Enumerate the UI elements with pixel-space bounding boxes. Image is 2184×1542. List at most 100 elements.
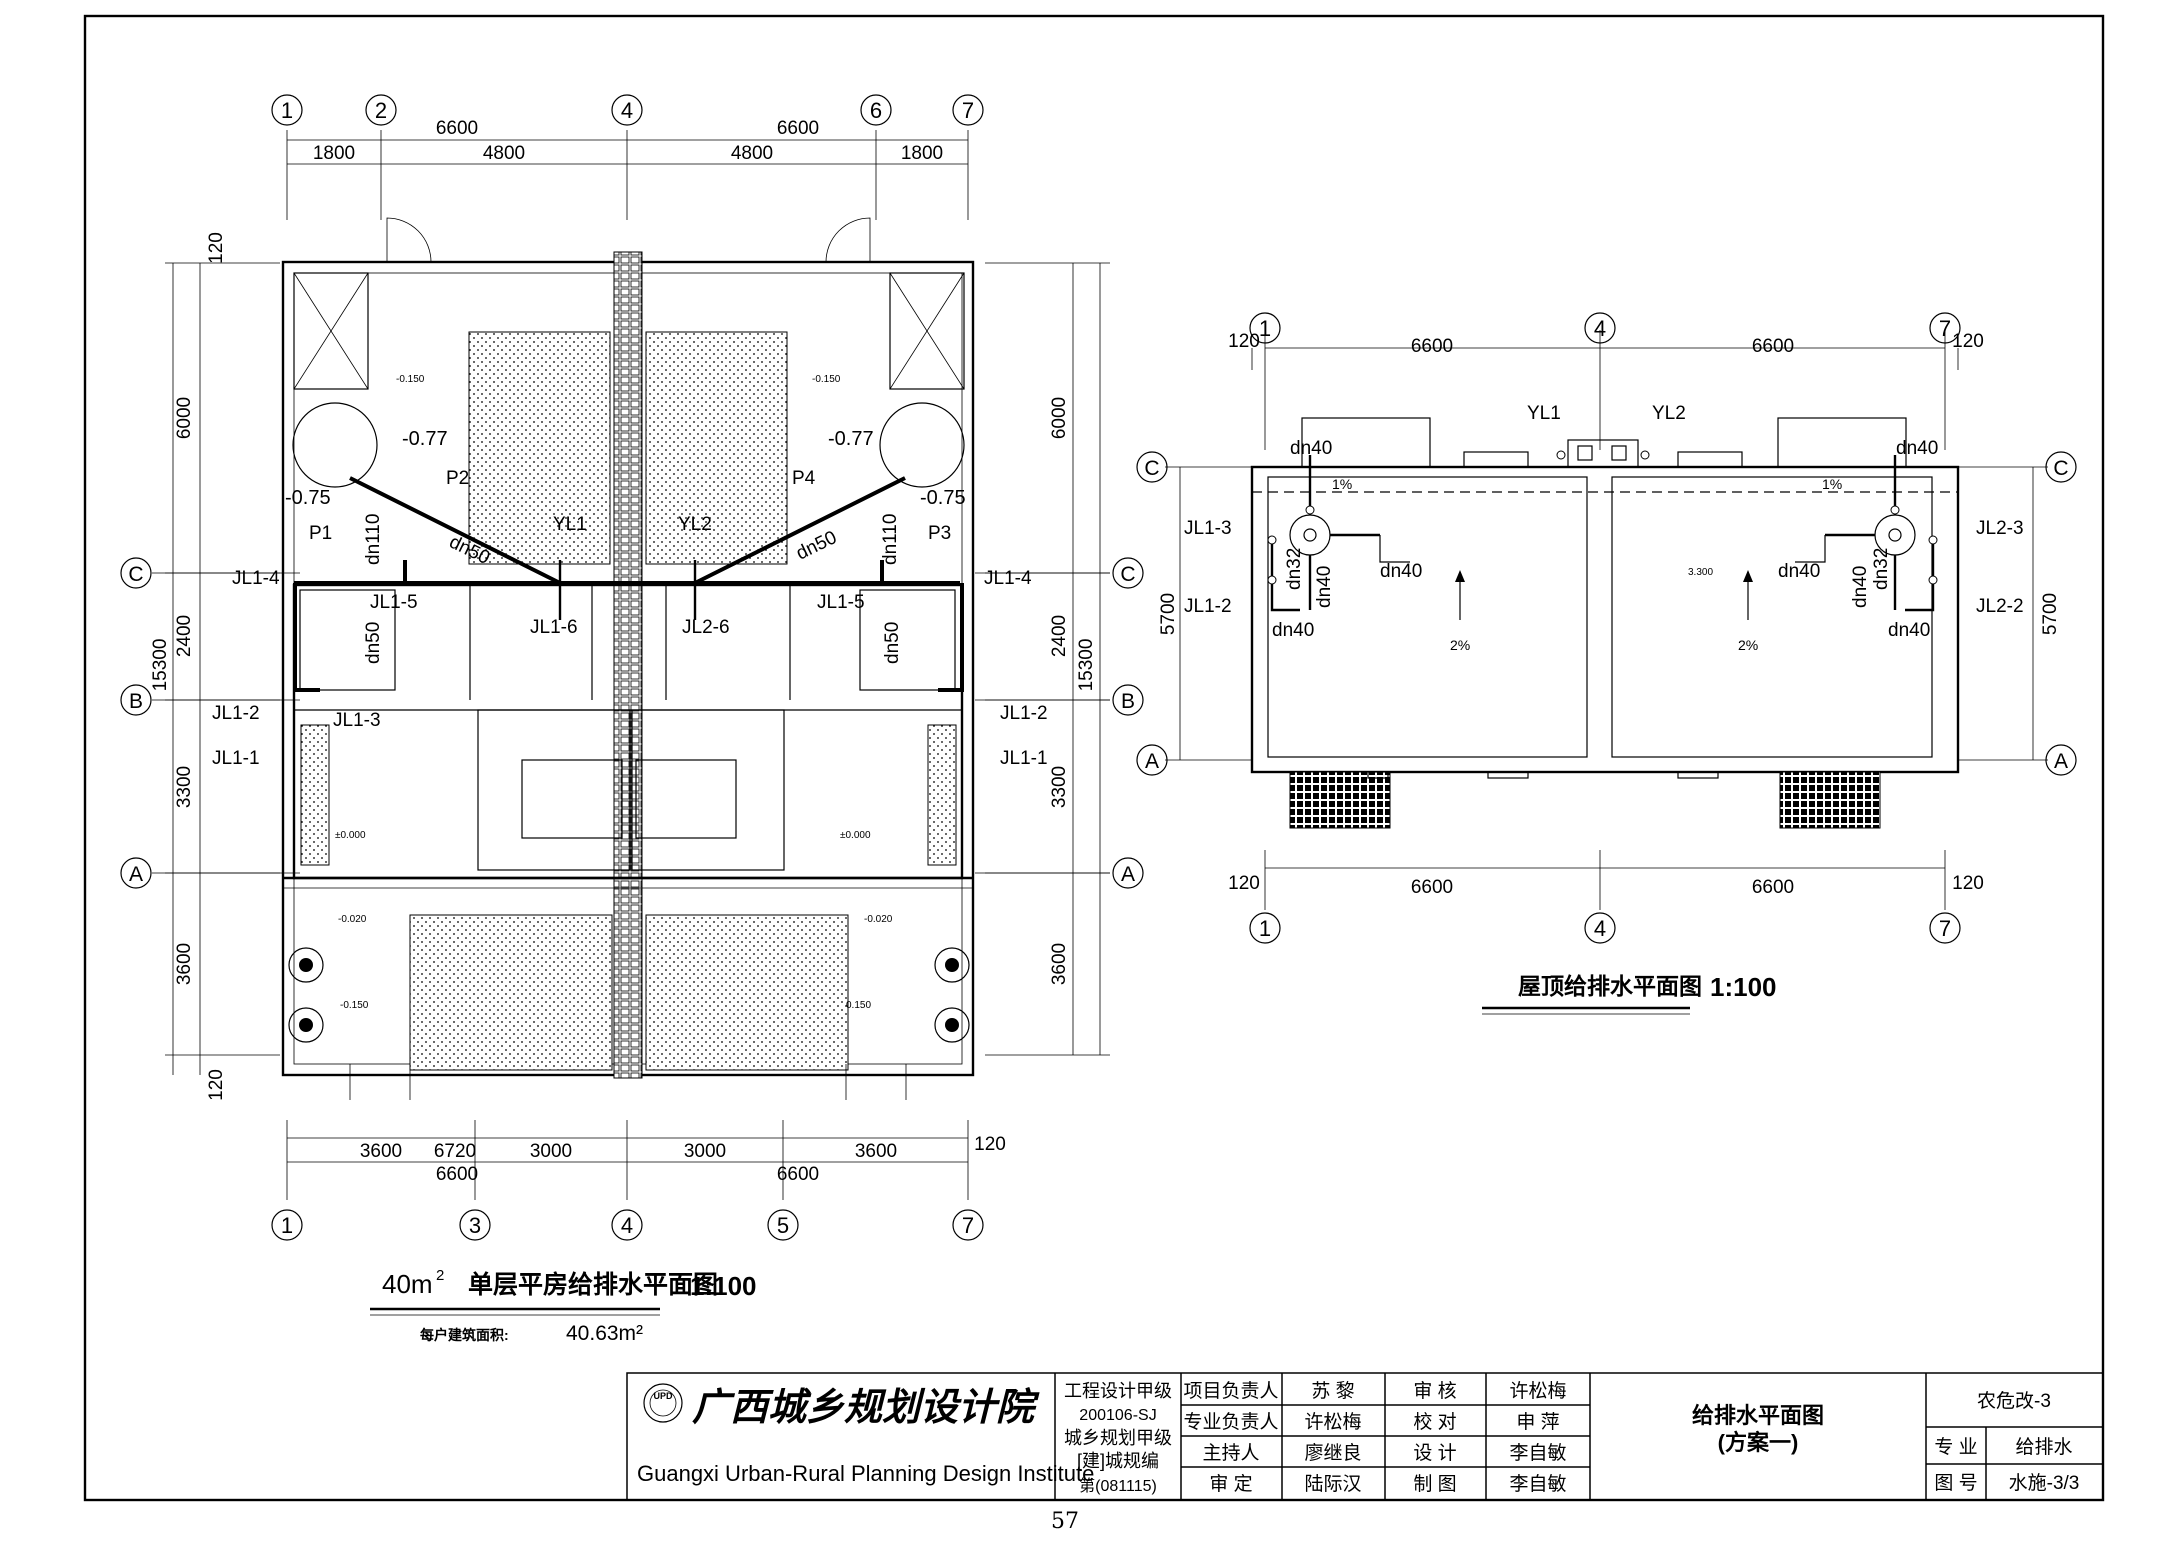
svg-text:7: 7 (1939, 316, 1951, 341)
svg-text:P2: P2 (446, 468, 469, 489)
ground-pipe-labels: JL1-4 JL1-5 JL1-6 JL1-3 JL1-2 JL1-1 JL1-… (212, 468, 1048, 769)
svg-text:dn40: dn40 (1888, 620, 1930, 641)
svg-text:专 业: 专 业 (1934, 1436, 1977, 1458)
ground-floor-plan: 1 2 4 6 7 6600 6600 1800 4800 4800 1800 … (120, 94, 1144, 1345)
dim-text: 2400 (1049, 615, 1070, 657)
svg-text:4: 4 (1594, 316, 1606, 341)
dim-text: 6600 (777, 118, 819, 139)
grid-bubble (860, 94, 892, 126)
svg-text:YL1: YL1 (553, 514, 587, 535)
svg-text:李自敏: 李自敏 (1509, 1442, 1566, 1464)
svg-text:UPD: UPD (653, 1391, 673, 1401)
ground-bottom-grid: 1 3 4 5 7 (271, 1209, 984, 1241)
svg-text:苏 黎: 苏 黎 (1311, 1380, 1354, 1402)
svg-text:许松梅: 许松梅 (1509, 1380, 1566, 1402)
ground-plan-title: 40m 2 单层平房给排水平面图 1:100 每户建筑面积: 40.63m² (370, 1267, 757, 1345)
dim-text: 120 (206, 232, 227, 264)
svg-text:申 萍: 申 萍 (1516, 1411, 1559, 1433)
grid-label: 2 (375, 98, 387, 123)
svg-text:3000: 3000 (530, 1141, 572, 1162)
dim-text: 1800 (313, 143, 355, 164)
svg-text:给排水: 给排水 (2015, 1436, 2072, 1458)
svg-text:200106-SJ: 200106-SJ (1079, 1407, 1156, 1424)
svg-text:-0.77: -0.77 (402, 428, 448, 450)
svg-text:-0.020: -0.020 (338, 914, 367, 925)
dim-text: 2400 (174, 615, 195, 657)
tree (288, 947, 324, 983)
svg-text:设 计: 设 计 (1413, 1442, 1456, 1464)
dim-text: 4800 (731, 143, 773, 164)
svg-text:-0.75: -0.75 (285, 487, 331, 509)
svg-text:制 图: 制 图 (1413, 1473, 1456, 1495)
roof-outline (1250, 465, 1960, 774)
svg-text:JL1-3: JL1-3 (1184, 518, 1232, 539)
svg-text:审 定: 审 定 (1209, 1473, 1252, 1495)
svg-text:6720: 6720 (434, 1141, 476, 1162)
dim-text: 4800 (483, 143, 525, 164)
grid-label: 7 (962, 98, 974, 123)
svg-text:4: 4 (1594, 916, 1606, 941)
svg-text:JL1-2: JL1-2 (1000, 703, 1048, 724)
svg-text:-0.77: -0.77 (828, 428, 874, 450)
svg-text:单层平房给排水平面图: 单层平房给排水平面图 (468, 1270, 718, 1299)
svg-text:JL1-6: JL1-6 (530, 617, 578, 638)
svg-text:C: C (1144, 457, 1159, 480)
svg-text:城乡规划甲级: 城乡规划甲级 (1064, 1428, 1172, 1448)
svg-text:JL1-4: JL1-4 (232, 568, 280, 589)
grid-label: 1 (281, 98, 293, 123)
grid-label: 4 (621, 98, 633, 123)
svg-text:A: A (2054, 750, 2068, 773)
svg-text:YL1: YL1 (1527, 403, 1561, 424)
svg-text:YL2: YL2 (1652, 403, 1686, 424)
svg-text:dn40: dn40 (1896, 438, 1938, 459)
svg-text:1%: 1% (1822, 476, 1842, 492)
svg-text:校 对: 校 对 (1413, 1411, 1456, 1433)
svg-text:dn40: dn40 (1778, 561, 1820, 582)
svg-text:3000: 3000 (684, 1141, 726, 1162)
biogas-tank (879, 402, 965, 488)
svg-text:-0.150: -0.150 (812, 374, 841, 385)
svg-text:3600: 3600 (855, 1141, 897, 1162)
dim-text: 6600 (436, 118, 478, 139)
dim-text: 6000 (1049, 397, 1070, 439)
svg-text:B: B (129, 690, 143, 713)
ground-elevations: -0.77 -0.77 -0.75 -0.75 -0.150 -0.150 ±0… (285, 374, 966, 1011)
svg-text:JL2-2: JL2-2 (1976, 596, 2024, 617)
svg-text:-0.75: -0.75 (920, 487, 966, 509)
svg-text:1:100: 1:100 (690, 1271, 757, 1301)
svg-text:120: 120 (1952, 331, 1984, 352)
svg-text:图 号: 图 号 (1934, 1473, 1977, 1494)
svg-text:每户建筑面积:: 每户建筑面积: (420, 1327, 509, 1343)
svg-text:1: 1 (1259, 316, 1271, 341)
svg-text:7: 7 (1939, 916, 1951, 941)
dim-text: 15300 (1076, 639, 1097, 692)
biogas-tank (292, 402, 378, 488)
svg-text:0.150: 0.150 (846, 1000, 871, 1011)
svg-text:A: A (1121, 863, 1135, 886)
svg-text:B: B (1121, 690, 1135, 713)
svg-text:A: A (129, 863, 143, 886)
roof-plan: 1 4 7 120 6600 6600 120 C A C A (1136, 312, 2077, 1015)
svg-text:40m: 40m (382, 1269, 433, 1299)
svg-text:C: C (1120, 563, 1135, 586)
svg-text:6600: 6600 (436, 1164, 478, 1185)
svg-text:JL1-5: JL1-5 (817, 592, 865, 613)
drawing-subtitle: (方案一) (1718, 1430, 1799, 1455)
dim-text: 3600 (1049, 943, 1070, 985)
grid-bubble (952, 94, 984, 126)
svg-text:P4: P4 (792, 468, 816, 489)
svg-text:项目负责人: 项目负责人 (1183, 1380, 1278, 1402)
svg-text:A: A (1145, 750, 1159, 773)
svg-text:4: 4 (621, 1213, 633, 1238)
svg-text:2: 2 (436, 1267, 444, 1284)
grid-bubble (365, 94, 397, 126)
svg-text:6600: 6600 (1411, 877, 1453, 898)
dim-text: 3300 (1049, 766, 1070, 808)
svg-text:dn40: dn40 (1380, 561, 1422, 582)
svg-text:dn32: dn32 (1871, 548, 1892, 590)
svg-text:dn50: dn50 (363, 622, 384, 664)
svg-text:JL1-3: JL1-3 (333, 710, 381, 731)
institute-name-en: Guangxi Urban-Rural Planning Design Inst… (637, 1461, 1094, 1486)
svg-text:3600: 3600 (360, 1141, 402, 1162)
